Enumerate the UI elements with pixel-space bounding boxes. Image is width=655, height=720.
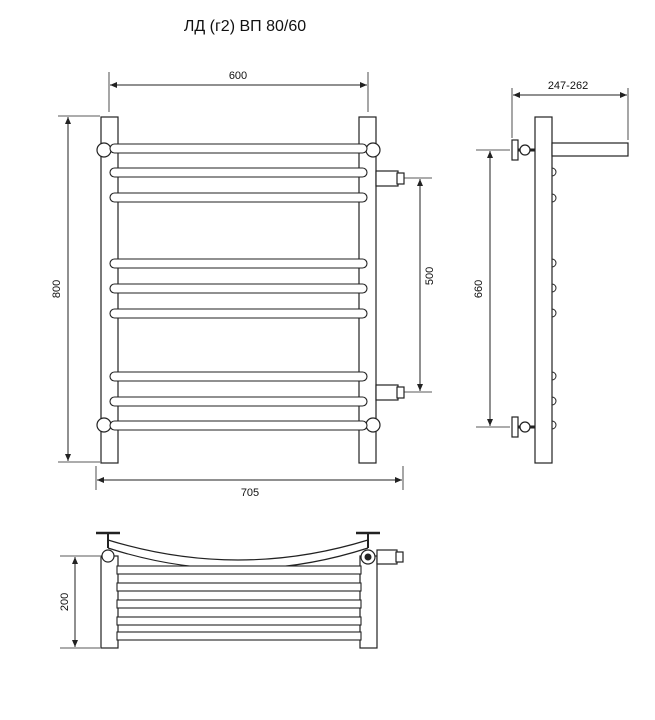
side-shelf-profile bbox=[551, 142, 629, 157]
front-view bbox=[96, 116, 405, 464]
shelf-bar bbox=[116, 631, 362, 641]
shelf-bar bbox=[116, 582, 362, 592]
shelf-bar bbox=[116, 565, 362, 575]
crossbar bbox=[109, 283, 368, 294]
drawing-title: ЛД (г2) ВП 80/60 bbox=[183, 18, 307, 35]
crossbar bbox=[109, 396, 368, 407]
wall-mount-top-right bbox=[365, 142, 381, 158]
dimension-total-width-label: 705 bbox=[241, 487, 259, 499]
top-view bbox=[96, 531, 404, 649]
dimension-side-height: 660 bbox=[473, 149, 510, 428]
crossbar bbox=[109, 371, 368, 382]
dimension-width-label: 600 bbox=[229, 70, 247, 82]
dimension-center-distance: 500 bbox=[404, 177, 436, 393]
wall-mount-bottom-left bbox=[96, 417, 112, 433]
pipe-connection-top bbox=[375, 170, 405, 187]
crossbars bbox=[109, 143, 368, 431]
crossbar bbox=[109, 167, 368, 178]
dimension-width: 600 bbox=[108, 70, 369, 112]
crossbar bbox=[109, 143, 368, 154]
dimension-height-label: 800 bbox=[51, 280, 63, 298]
side-view bbox=[511, 116, 629, 464]
crossbar bbox=[109, 192, 368, 203]
top-left-post bbox=[100, 555, 119, 649]
crossbar bbox=[109, 308, 368, 319]
shelf-bar bbox=[116, 616, 362, 626]
top-shelf-bars bbox=[116, 565, 362, 641]
dimension-shelf-depth: 200 bbox=[59, 555, 100, 649]
wall-mount-top-left bbox=[96, 142, 112, 158]
top-mount-right bbox=[356, 531, 404, 565]
side-upright bbox=[534, 116, 553, 464]
crossbar bbox=[109, 420, 368, 431]
top-mount-left bbox=[96, 531, 120, 563]
dimension-side-height-label: 660 bbox=[473, 280, 485, 298]
side-bar-ends bbox=[551, 167, 557, 430]
top-right-post bbox=[359, 555, 378, 649]
crossbar bbox=[109, 258, 368, 269]
side-wall-bracket-top bbox=[511, 139, 535, 161]
dimension-mount-depth-label: 247-262 bbox=[548, 80, 588, 92]
side-wall-bracket-bottom bbox=[511, 416, 535, 438]
wall-mount-bottom-right bbox=[365, 417, 381, 433]
dimension-center-distance-label: 500 bbox=[424, 267, 436, 285]
pipe-connection-bottom bbox=[375, 384, 405, 401]
dimension-height: 800 bbox=[51, 115, 100, 463]
shelf-bar bbox=[116, 599, 362, 609]
dimension-shelf-depth-label: 200 bbox=[59, 593, 71, 611]
dimension-mount-depth: 247-262 bbox=[511, 80, 629, 140]
dimension-total-width: 705 bbox=[95, 466, 404, 499]
